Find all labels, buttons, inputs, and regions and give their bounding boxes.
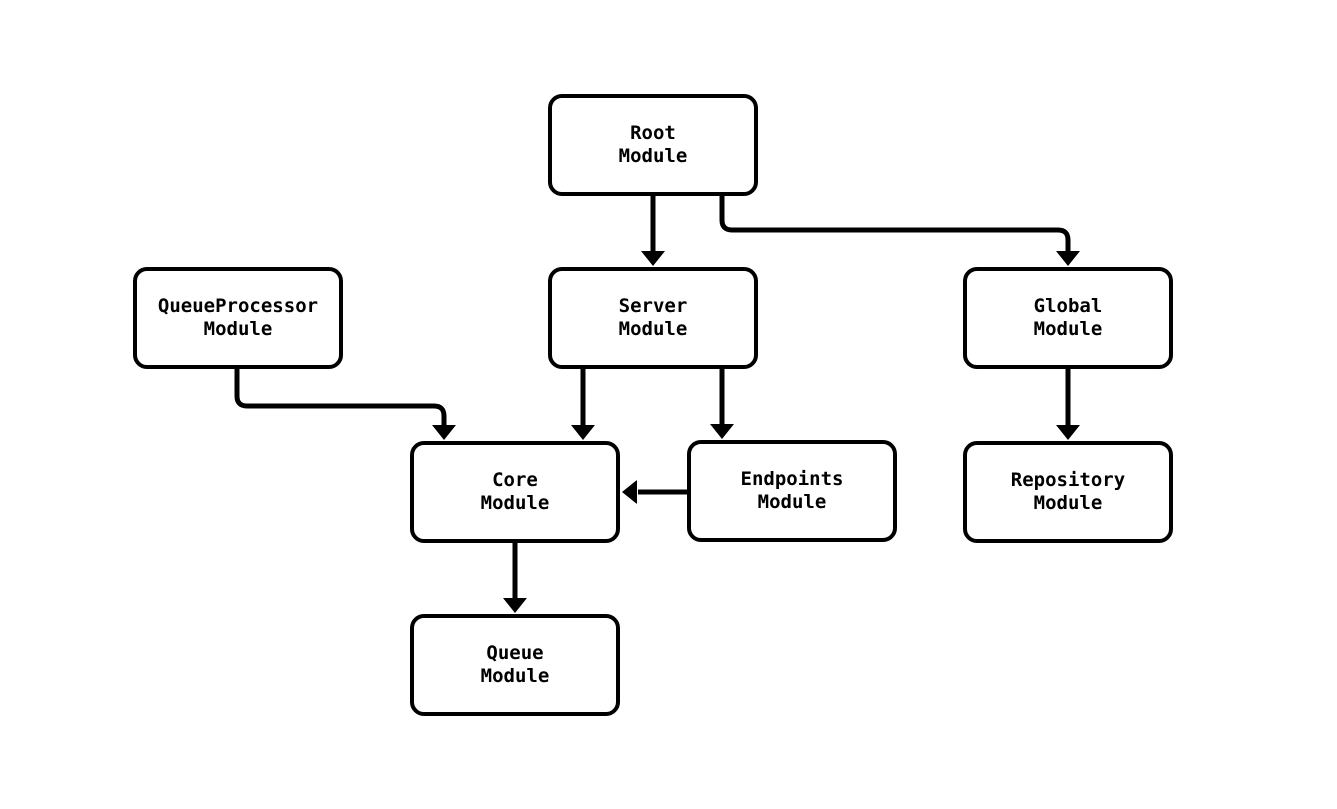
arrowhead-server-to-core (571, 425, 595, 440)
edges-group (234, 196, 1080, 613)
node-queue-module-label: Queue Module (480, 642, 550, 687)
edge-root-to-global (719, 196, 1071, 252)
node-endpoints-module[interactable]: Endpoints Module (687, 440, 897, 542)
node-queue-module[interactable]: Queue Module (410, 614, 620, 716)
node-server-module[interactable]: Server Module (548, 267, 758, 369)
node-repository-module[interactable]: Repository Module (963, 441, 1173, 543)
arrowhead-server-to-endpoints (710, 424, 734, 439)
node-queueprocessor-module-label: QueueProcessor Module (157, 295, 319, 340)
arrowhead-endpoints-to-core (622, 480, 637, 504)
node-endpoints-module-label: Endpoints Module (740, 468, 844, 513)
node-repository-module-label: Repository Module (1010, 469, 1126, 514)
node-global-module-label: Global Module (1033, 295, 1103, 340)
node-core-module[interactable]: Core Module (410, 441, 620, 543)
node-server-module-label: Server Module (618, 295, 688, 340)
arrowhead-queueprocessor-to-core (432, 425, 456, 440)
edge-queueprocessor-to-core (234, 369, 447, 426)
node-core-module-label: Core Module (480, 469, 550, 514)
arrowhead-root-to-global (1056, 251, 1080, 266)
arrowhead-core-to-queue (503, 598, 527, 613)
arrowhead-root-to-server (641, 251, 665, 266)
node-root-module[interactable]: Root Module (548, 94, 758, 196)
node-queueprocessor-module[interactable]: QueueProcessor Module (133, 267, 343, 369)
node-global-module[interactable]: Global Module (963, 267, 1173, 369)
node-root-module-label: Root Module (618, 122, 688, 167)
arrowhead-global-to-repository (1056, 425, 1080, 440)
